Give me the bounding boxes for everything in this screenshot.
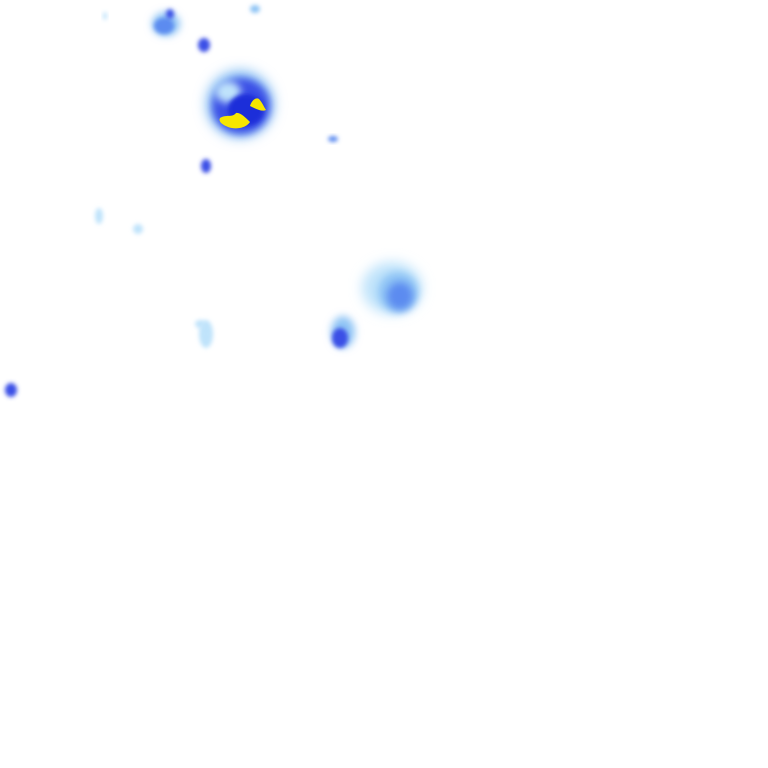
precip-cell-west-edge	[5, 383, 17, 397]
precip-cell-center-east	[362, 262, 422, 314]
storm-core-west	[219, 112, 250, 129]
precip-cell-center-south	[331, 316, 355, 348]
precip-cell-main-storm	[206, 70, 274, 138]
precip-cell-dot-north	[198, 38, 210, 52]
precip-cell-southwest-light	[195, 320, 213, 348]
storm-core-east	[250, 98, 266, 111]
precip-cell-dot-south	[201, 159, 211, 173]
precip-cell-north-small	[152, 9, 180, 36]
precip-specks	[95, 5, 338, 234]
